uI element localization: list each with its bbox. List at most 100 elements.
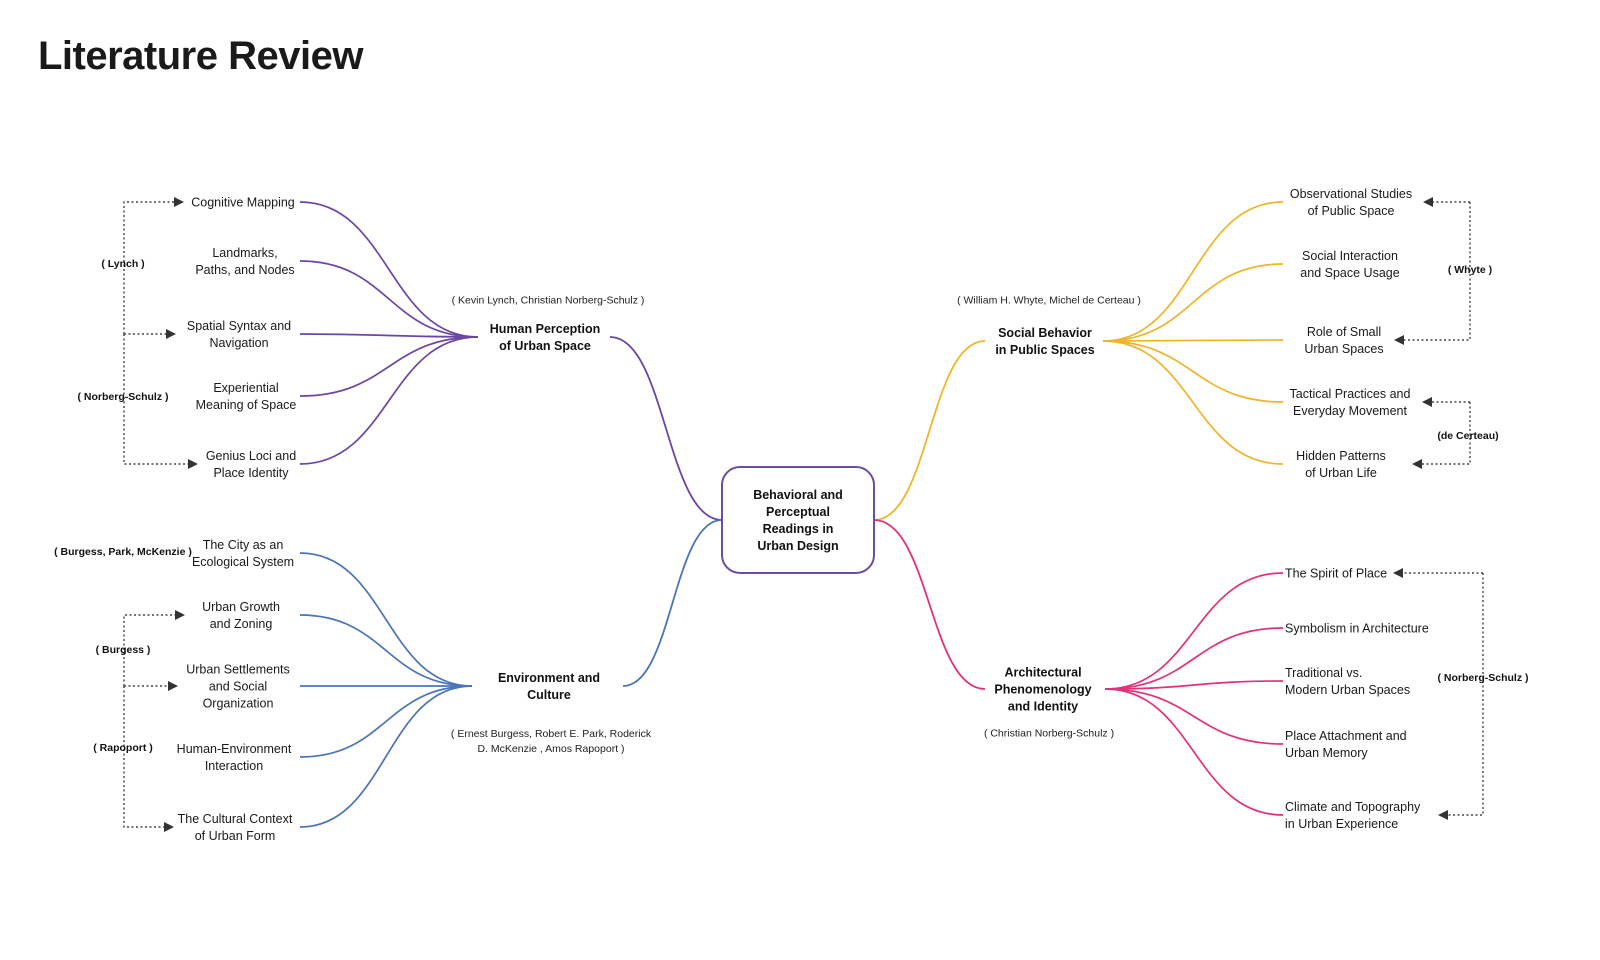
perception-authors-line: ( Kevin Lynch, Christian Norberg-Schulz … — [452, 295, 645, 307]
social-ref-label: ( Whyte ) — [1448, 264, 1492, 276]
environment-ref-label: ( Burgess, Park, McKenzie ) — [54, 546, 192, 558]
environment-leaf-2-line: Organization — [203, 697, 274, 711]
social-leaf-1-line: Social Interaction — [1302, 249, 1398, 263]
phenomenology-leaf-3-line: Place Attachment and — [1285, 729, 1407, 743]
social-authors: ( William H. Whyte, Michel de Certeau ) — [957, 295, 1141, 307]
phenomenology-leaf-1: Symbolism in Architecture — [1285, 622, 1429, 636]
perception-leaf-3-line: Meaning of Space — [196, 398, 297, 412]
central-topic-line: Urban Design — [757, 539, 838, 553]
social-hub-label: Social Behavior in Public Spaces — [995, 326, 1094, 357]
environment-hub-label-line: Environment and — [498, 671, 600, 685]
environment-leaf-4-line: of Urban Form — [195, 829, 276, 843]
phenomenology-authors: ( Christian Norberg-Schulz ) — [984, 728, 1114, 740]
social-ref-label: (de Certeau) — [1437, 430, 1498, 442]
central-topic-line: Readings in — [763, 522, 834, 536]
central-topic-line: Behavioral and — [753, 488, 843, 502]
perception-leaf-1-line: Paths, and Nodes — [195, 263, 294, 277]
social-leaf-3-line: Everyday Movement — [1293, 404, 1407, 418]
perception-ref-label: ( Norberg-Schulz ) — [78, 391, 169, 403]
social-hub-label-line: Social Behavior — [998, 326, 1092, 340]
social-leaf-0-line: Observational Studies — [1290, 187, 1412, 201]
phenomenology-leaf-connector-4 — [1104, 688, 1284, 816]
environment-authors: ( Ernest Burgess, Robert E. Park, Roderi… — [451, 728, 652, 755]
social-leaf-2-line: Role of Small — [1307, 325, 1381, 339]
environment-leaf-1-line: and Zoning — [210, 617, 273, 631]
environment-leaf-4-line: The Cultural Context — [178, 812, 293, 826]
environment-leaf-0-line: Ecological System — [192, 555, 294, 569]
perception-leaf-connector-1 — [299, 260, 479, 338]
phenomenology-leaf-connector-3 — [1104, 688, 1284, 745]
perception-leaf-connector-4 — [299, 336, 479, 465]
phenomenology-leaf-3-line: Urban Memory — [1285, 746, 1368, 760]
environment-leaf-1: Urban Growth and Zoning — [202, 600, 280, 631]
perception-leaf-2-line: Spatial Syntax and — [187, 319, 291, 333]
lynch-bracket-to-cognitive-mapping — [123, 197, 184, 334]
phenomenology-hub-label-line: and Identity — [1008, 700, 1078, 714]
phenomenology-leaf-connector-1 — [1104, 627, 1284, 690]
environment-leaf-connector-1 — [299, 614, 473, 687]
social-leaf-1: Social Interaction and Space Usage — [1300, 249, 1399, 280]
central-topic-line: Perceptual — [766, 505, 830, 519]
central-topic-box — [721, 466, 875, 574]
perception-leaf-connector-2 — [299, 333, 479, 338]
perception-leaf-1: Landmarks, Paths, and Nodes — [195, 246, 294, 277]
phenomenology-hub-label-line: Architectural — [1004, 666, 1081, 680]
environment-leaf-connector-0 — [299, 552, 473, 687]
environment-hub-label-line: Culture — [527, 688, 571, 702]
de-certeau-bracket-to-hidden-patterns — [1412, 402, 1471, 469]
social-trunk — [873, 340, 986, 521]
phenomenology-leaf-2: Traditional vs. Modern Urban Spaces — [1285, 666, 1410, 697]
social-leaf-3-line: Tactical Practices and — [1290, 387, 1411, 401]
perception-leaf-0-line: Cognitive Mapping — [191, 196, 295, 210]
phenomenology-leaf-2-line: Traditional vs. — [1285, 666, 1362, 680]
social-leaf-connector-0 — [1102, 201, 1284, 342]
environment-trunk — [622, 519, 723, 687]
social-leaf-1-line: and Space Usage — [1300, 266, 1399, 280]
perception-leaf-1-line: Landmarks, — [212, 246, 277, 260]
phenomenology-leaf-0-line: The Spirit of Place — [1285, 567, 1387, 581]
phenomenology-leaf-4-line: Climate and Topography — [1285, 800, 1421, 814]
phenomenology-ref-label: ( Norberg-Schulz ) — [1438, 672, 1529, 684]
social-leaf-connector-1 — [1102, 263, 1284, 342]
perception-trunk — [609, 336, 723, 521]
environment-ref-label: ( Burgess ) — [96, 644, 151, 656]
burgess-bracket-to-urban-growth — [123, 610, 185, 686]
environment-leaf-0: The City as an Ecological System — [192, 538, 294, 569]
environment-authors-line: ( Ernest Burgess, Robert E. Park, Roderi… — [451, 728, 652, 740]
environment-leaf-3-line: Interaction — [205, 759, 263, 773]
environment-leaf-4: The Cultural Context of Urban Form — [178, 812, 293, 843]
social-authors-line: ( William H. Whyte, Michel de Certeau ) — [957, 295, 1141, 307]
environment-leaf-connector-3 — [299, 685, 473, 758]
environment-leaf-1-line: Urban Growth — [202, 600, 280, 614]
perception-leaf-0: Cognitive Mapping — [191, 196, 295, 210]
phenomenology-leaf-connector-0 — [1104, 572, 1284, 690]
perception-ref-label: ( Lynch ) — [101, 258, 144, 270]
environment-authors-line: D. McKenzie , Amos Rapoport ) — [477, 743, 624, 755]
phenomenology-leaf-0: The Spirit of Place — [1285, 567, 1387, 581]
social-leaf-connector-4 — [1102, 340, 1284, 465]
reference-brackets — [123, 197, 1484, 832]
perception-hub-label: Human Perception of Urban Space — [490, 322, 600, 353]
perception-leaf-4-line: Place Identity — [213, 466, 289, 480]
connector-lines — [299, 201, 1284, 828]
perception-hub-label-line: of Urban Space — [499, 339, 591, 353]
phenomenology-hub-label-line: Phenomenology — [994, 683, 1091, 697]
perception-leaf-2-line: Navigation — [209, 336, 268, 350]
rapoport-bracket-to-cultural-context — [123, 686, 174, 832]
social-leaf-connector-2 — [1102, 339, 1284, 342]
perception-hub-label-line: Human Perception — [490, 322, 600, 336]
phenomenology-leaf-2-line: Modern Urban Spaces — [1285, 683, 1410, 697]
social-leaf-connector-3 — [1102, 340, 1284, 403]
environment-leaf-0-line: The City as an — [203, 538, 284, 552]
social-hub-label-line: in Public Spaces — [995, 343, 1094, 357]
